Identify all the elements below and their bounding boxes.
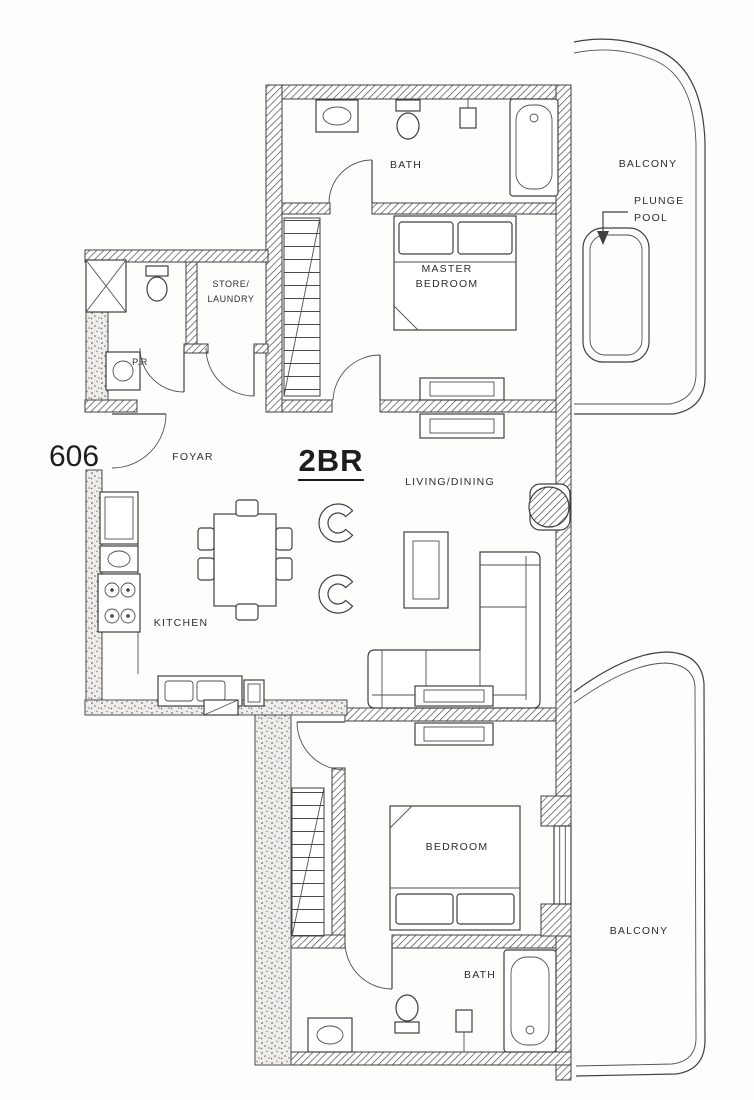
master-dresser <box>419 377 505 439</box>
tv-console <box>403 531 449 609</box>
plunge-pool <box>582 227 650 363</box>
vanity-sink-bottom <box>307 1017 353 1053</box>
accent-chairs <box>318 503 354 614</box>
kitchen-sink-left <box>99 545 139 573</box>
bedroom-dresser <box>414 685 494 746</box>
bathtub-bottom <box>503 949 557 1053</box>
master-bedroom-door <box>332 354 381 401</box>
pr-toilet <box>145 265 169 302</box>
bath-bottom-door <box>344 941 393 990</box>
bedroom-window <box>553 825 572 905</box>
water-heater-bottom <box>455 1009 473 1052</box>
store-door <box>205 347 255 397</box>
bath-bottom-fixtures <box>307 949 557 1053</box>
dining-set <box>197 499 293 621</box>
label-bath-top: BATH <box>390 159 422 171</box>
toilet <box>395 99 421 140</box>
walls-hatched <box>84 84 572 1081</box>
unit-type: 2BR <box>298 443 363 478</box>
plunge-pool-arrow <box>597 211 628 245</box>
unit-number: 606 <box>49 440 99 473</box>
master-bed <box>393 215 517 331</box>
powder-room-fixtures <box>105 265 169 391</box>
stair-upper <box>283 217 321 397</box>
label-store-laundry-line1: STORE/ <box>213 279 250 289</box>
vanity-sink <box>315 99 359 133</box>
label-bedroom: BEDROOM <box>426 841 489 853</box>
entry-door <box>111 413 167 469</box>
label-store-laundry-line2: LAUNDRY <box>207 294 254 304</box>
stove <box>97 573 141 633</box>
label-foyer: FOYAR <box>172 451 213 463</box>
structural-column <box>528 483 571 531</box>
balcony-bottom <box>573 651 706 1077</box>
water-heater <box>459 99 477 129</box>
kitchen-fixtures <box>97 491 265 716</box>
label-plunge-pool-line1: PLUNGE <box>634 195 684 207</box>
toilet-bottom <box>394 994 420 1034</box>
kitchen-threshold <box>203 699 239 716</box>
balcony-top <box>573 38 706 415</box>
bath-top-door <box>328 159 373 204</box>
bathtub <box>509 98 559 197</box>
sofa <box>367 551 541 709</box>
label-balcony-top: BALCONY <box>619 158 678 170</box>
label-kitchen: KITCHEN <box>154 617 209 629</box>
label-bath-bottom: BATH <box>464 969 496 981</box>
bath-top-fixtures <box>315 98 559 197</box>
powder-room-door <box>139 347 185 393</box>
label-powder-room: P.R <box>132 357 148 367</box>
doors <box>111 159 393 990</box>
label-plunge-pool-line2: POOL <box>634 212 668 224</box>
fridge <box>99 491 139 545</box>
pr-sink <box>105 351 141 391</box>
labels: BATH BALCONY PLUNGE POOL MASTER BEDROOM … <box>49 158 684 981</box>
stair-lower <box>291 787 325 937</box>
label-living-dining: LIVING/DINING <box>405 476 495 488</box>
duct-shaft <box>85 259 127 313</box>
bedroom-door <box>296 721 346 771</box>
bedroom-bed <box>389 805 521 931</box>
label-master-bedroom-line2: BEDROOM <box>416 278 479 290</box>
label-balcony-bottom: BALCONY <box>610 925 669 937</box>
label-master-bedroom-line1: MASTER <box>422 263 473 275</box>
